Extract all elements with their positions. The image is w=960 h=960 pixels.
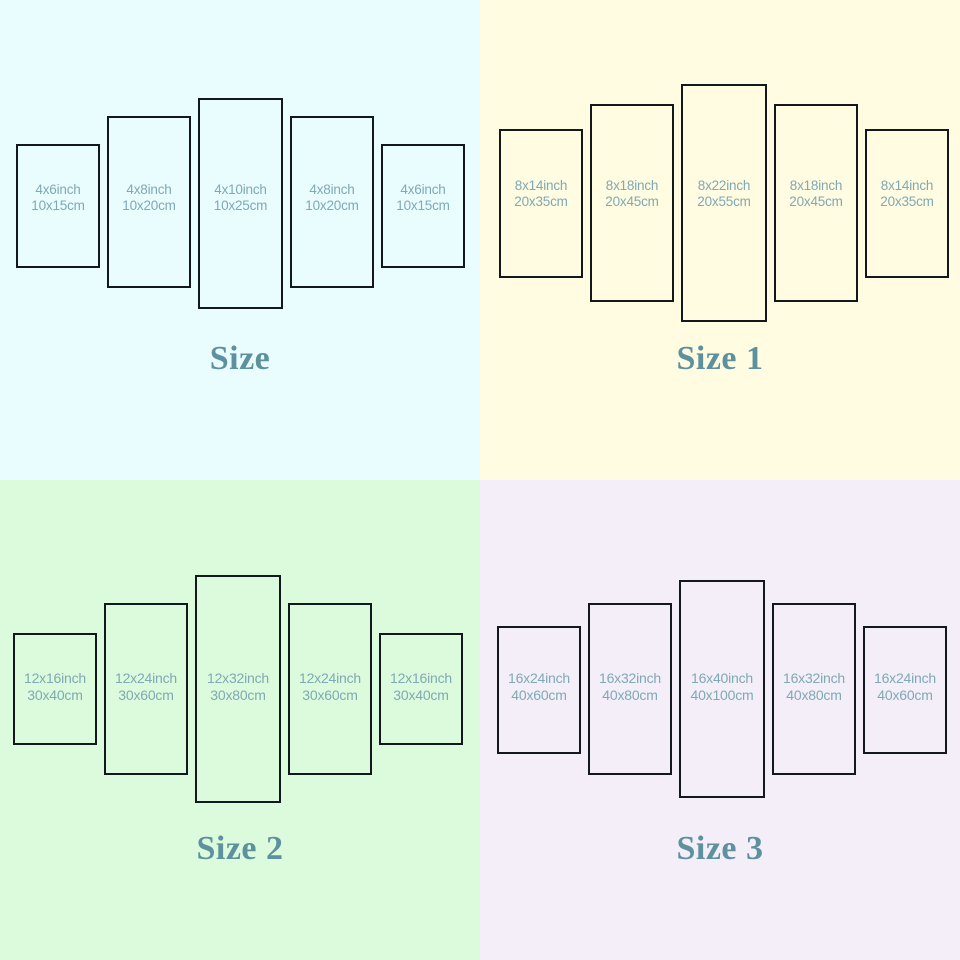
inch-label: 16x32inch [782,670,846,686]
inch-label: 4x10inch [214,182,267,197]
cm-label: 40x80cm [786,686,842,703]
size-3-panel-4[interactable] [772,603,856,775]
cm-label: 20x55cm [697,193,751,209]
size-3-panel-1[interactable] [497,626,581,754]
inch-label: 8x14inch [880,178,934,193]
quadrant-title-size-1: Size 1 [676,340,764,377]
size-1-panel-4[interactable] [774,104,858,302]
size-panel-1[interactable] [16,144,100,268]
inch-label: 16x24inch [507,670,571,686]
inch-label: 4x6inch [400,182,446,197]
size-1-panel-5[interactable] [865,129,949,278]
size-3-panel-2[interactable] [588,603,672,775]
cm-label: 20x35cm [880,193,934,209]
cm-label: 10x15cm [31,197,85,213]
inch-label: 8x18inch [605,178,659,193]
inch-label: 16x24inch [873,670,937,686]
size-3-panel-3[interactable] [679,580,765,798]
inch-label: 12x32inch [206,670,270,686]
inch-label: 12x16inch [389,670,453,686]
cm-label: 10x25cm [213,197,268,213]
cm-label: 30x40cm [393,686,449,703]
cm-label: 30x60cm [118,686,174,703]
cm-label: 40x60cm [877,686,933,703]
cm-label: 40x60cm [511,686,567,703]
inch-label: 4x8inch [126,182,172,197]
quadrant-title-size: Size [209,340,271,377]
quadrant-title-size-3: Size 3 [676,830,764,867]
inch-label: 8x14inch [514,178,568,193]
cm-label: 20x45cm [605,193,659,209]
size-3-panel-5[interactable] [863,626,947,754]
size-panel-5[interactable] [381,144,465,268]
inch-label: 16x40inch [690,670,754,686]
cm-label: 30x60cm [302,686,358,703]
inch-label: 4x8inch [309,182,355,197]
cm-label: 20x45cm [789,193,843,209]
cm-label: 10x20cm [122,197,176,213]
cm-label: 40x100cm [690,686,754,703]
quadrant-title-size-2: Size 2 [196,830,284,867]
size-2-panel-5[interactable] [379,633,463,745]
size-2-panel-2[interactable] [104,603,188,775]
inch-label: 4x6inch [35,182,81,197]
cm-label: 30x80cm [210,686,266,703]
inch-label: 8x22inch [697,178,751,193]
cm-label: 30x40cm [27,686,83,703]
size-panel-2[interactable] [107,116,191,288]
size-2-panel-1[interactable] [13,633,97,745]
cm-label: 10x20cm [305,197,359,213]
inch-label: 8x18inch [789,178,843,193]
size-1-panel-3[interactable] [681,84,767,322]
size-1-panel-2[interactable] [590,104,674,302]
size-panel-4[interactable] [290,116,374,288]
size-panel-3[interactable] [198,98,283,309]
inch-label: 12x16inch [23,670,87,686]
inch-label: 16x32inch [598,670,662,686]
size-2-panel-4[interactable] [288,603,372,775]
cm-label: 10x15cm [396,197,450,213]
cm-label: 20x35cm [514,193,568,209]
size-2-panel-3[interactable] [195,575,281,803]
inch-label: 12x24inch [298,670,362,686]
cm-label: 40x80cm [602,686,658,703]
size-1-panel-1[interactable] [499,129,583,278]
inch-label: 12x24inch [114,670,178,686]
